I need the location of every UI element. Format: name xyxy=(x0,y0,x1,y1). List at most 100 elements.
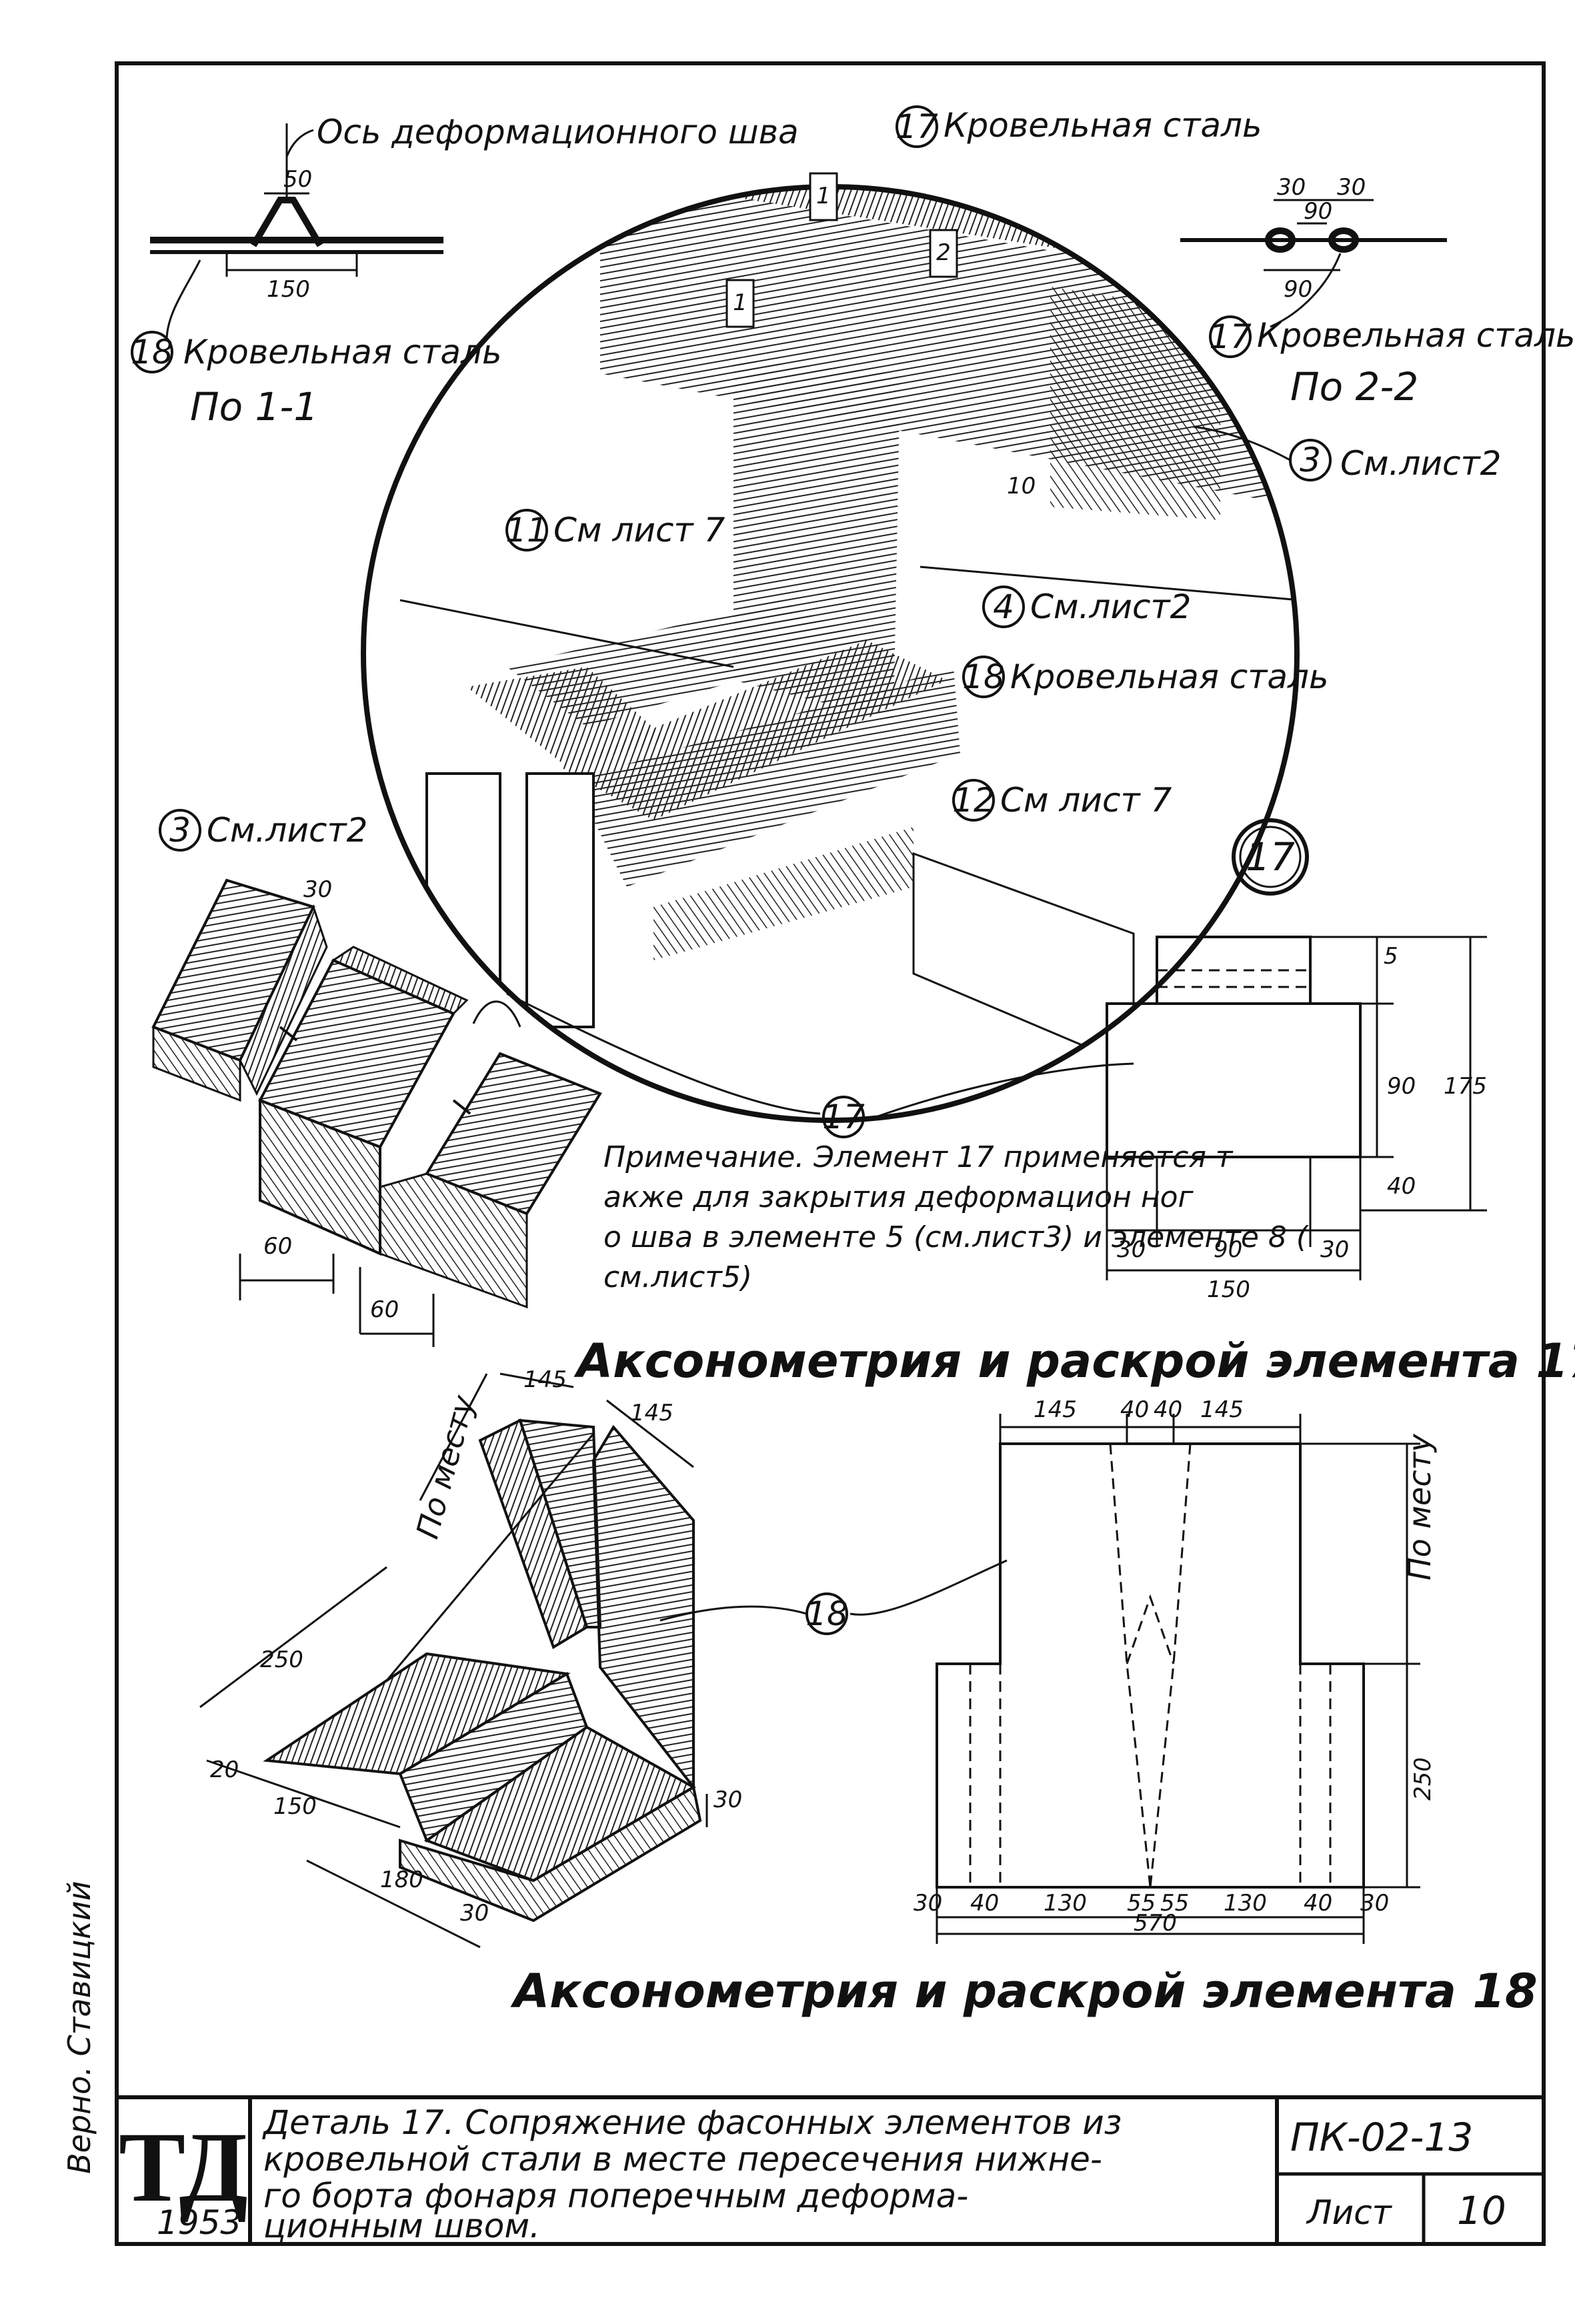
callout-17-top-number: 17 xyxy=(896,107,938,146)
section-mark-1-b: 1 xyxy=(733,289,747,316)
note-line: акже для закрытия деформацион ног xyxy=(603,1180,1194,1214)
dim-20-axon: 20 xyxy=(210,1757,239,1783)
dim-145-a-18: 145 xyxy=(1034,1396,1077,1423)
dim-30-a-17: 30 xyxy=(1117,1236,1146,1263)
by-place-pattern: По месту xyxy=(1402,1434,1438,1580)
dim-130-l-18: 130 xyxy=(1044,1890,1087,1917)
leader-18-pattern xyxy=(659,1559,1008,1622)
dim-30-axon-18-right: 30 xyxy=(713,1787,742,1813)
roof-steel-label-17-top: Кровельная сталь xyxy=(944,106,1262,145)
callout-18-circle-number: 18 xyxy=(962,658,1005,696)
dim-40-b-18: 40 xyxy=(1154,1396,1182,1423)
dim-60-a: 60 xyxy=(263,1233,292,1260)
title-sheet-label: Лист xyxy=(1306,2193,1393,2232)
section-mark-2: 2 xyxy=(936,239,951,266)
roof-steel-label-18: Кровельная сталь xyxy=(183,333,501,371)
callout-18-top xyxy=(131,331,173,373)
callout-18-pattern xyxy=(806,1592,848,1635)
callout-11-number: 11 xyxy=(505,511,548,549)
dim-90-h-17: 90 xyxy=(1214,1236,1242,1263)
dim-40-a-18: 40 xyxy=(1120,1396,1149,1423)
dim-150-top: 150 xyxy=(267,276,310,303)
dim-40-l-18: 40 xyxy=(970,1890,999,1917)
title-description-1: Деталь 17. Сопряжение фасонных элементов… xyxy=(262,2103,1122,2142)
dim-145-18-b: 145 xyxy=(630,1400,673,1426)
dim-30-right-22: 30 xyxy=(1337,174,1366,201)
callout-17-detail xyxy=(1232,818,1309,896)
callout-18-circle xyxy=(962,656,1005,698)
leader-17-pattern xyxy=(506,992,1134,1122)
dim-90-vert-17: 90 xyxy=(1387,1073,1416,1100)
dim-30-b-17: 30 xyxy=(1320,1236,1349,1263)
dim-30-axon: 30 xyxy=(303,876,332,903)
callout-12 xyxy=(952,779,995,822)
dim-130-r-18: 130 xyxy=(1224,1890,1267,1917)
element-17-pattern xyxy=(1106,936,1487,1280)
dim-40-vert-17: 40 xyxy=(1387,1173,1416,1200)
caption-element-18: Аксонометрия и раскрой элемента 18 xyxy=(510,1964,1538,2019)
title-description-2: кровельной стали в месте пересечения ниж… xyxy=(263,2140,1102,2179)
callout-17-right-number: 17 xyxy=(1209,317,1252,356)
dim-55-r-18: 55 xyxy=(1160,1890,1189,1917)
dim-30-left-22: 30 xyxy=(1277,174,1306,201)
section-2-2-label: По 2-2 xyxy=(1290,364,1418,409)
axis-label: Ось деформационного шва xyxy=(317,113,799,151)
dim-60-b: 60 xyxy=(370,1296,399,1323)
dim-150-axon: 150 xyxy=(273,1793,317,1820)
callout-17-pattern xyxy=(822,1096,865,1138)
dim-50-top: 50 xyxy=(283,166,312,193)
title-description-4: ционным швом. xyxy=(263,2207,540,2245)
callout-3-left xyxy=(159,809,201,852)
callout-17-pattern-number: 17 xyxy=(822,1098,865,1136)
element-18-pattern xyxy=(936,1414,1420,1944)
dim-5-pattern17: 5 xyxy=(1384,943,1398,970)
callout-18-top-number: 18 xyxy=(131,333,173,371)
dim-145-18-a: 145 xyxy=(523,1366,567,1393)
see-sheet-7-b: См лист 7 xyxy=(1000,781,1172,820)
section-2-2: 17 xyxy=(1180,199,1447,358)
dim-90-top-22: 90 xyxy=(1304,198,1332,225)
see-sheet-2-top: См.лист2 xyxy=(1030,588,1191,626)
dim-90-bottom-22: 90 xyxy=(1284,276,1312,303)
callout-17-detail-number: 17 xyxy=(1246,834,1295,880)
title-sheet-number: 10 xyxy=(1457,2188,1506,2233)
callout-3-left-number: 3 xyxy=(169,811,191,850)
callout-11 xyxy=(505,509,548,551)
callout-17-right xyxy=(1209,315,1252,358)
dim-10-circle: 10 xyxy=(1007,473,1036,499)
title-description-3: го борта фонаря поперечным деформа- xyxy=(263,2177,968,2215)
by-place-axon: По месту xyxy=(409,1391,481,1542)
circle-detail: 17 1 2 1 11 4 18 12 3 10 xyxy=(361,105,1332,1123)
see-sheet-7-a: См лист 7 xyxy=(553,511,725,549)
roof-steel-label-17-right: Кровельная сталь xyxy=(1257,316,1575,355)
callout-17-top xyxy=(896,105,938,148)
dim-250-pattern: 250 xyxy=(1410,1757,1436,1801)
dim-175-17: 175 xyxy=(1444,1073,1487,1100)
dim-150-17: 150 xyxy=(1207,1276,1250,1303)
element-18-axonometric xyxy=(199,1372,708,1949)
dim-30-l-18: 30 xyxy=(914,1890,942,1917)
dim-250-axon: 250 xyxy=(260,1646,303,1673)
dim-40-r-18: 40 xyxy=(1304,1890,1332,1917)
roof-steel-label-18-circle: Кровельная сталь xyxy=(1010,658,1328,696)
title-year: 1953 xyxy=(157,2203,241,2242)
title-code: ПК-02-13 xyxy=(1290,2115,1473,2160)
section-mark-1-a: 1 xyxy=(816,183,831,209)
dim-570-18: 570 xyxy=(1134,1910,1177,1937)
callout-4-number: 4 xyxy=(993,588,1014,626)
section-1-1: 18 xyxy=(131,123,443,373)
dim-30-axon-18: 30 xyxy=(460,1900,489,1927)
note-line: см.лист5) xyxy=(603,1260,752,1294)
section-1-1-label: По 1-1 xyxy=(190,384,318,429)
title-logo: ТД xyxy=(119,2112,248,2223)
title-block xyxy=(117,2095,1544,2244)
dim-180-axon: 180 xyxy=(380,1867,423,1893)
side-stamp-verified: Верно. Ставицкий xyxy=(61,1881,97,2174)
callout-3-mid-number: 3 xyxy=(1300,441,1321,479)
callout-4 xyxy=(982,586,1025,628)
element-17-axonometric: 3 xyxy=(151,809,602,1347)
dim-145-b-18: 145 xyxy=(1200,1396,1244,1423)
callout-18-pattern-number: 18 xyxy=(806,1594,848,1633)
